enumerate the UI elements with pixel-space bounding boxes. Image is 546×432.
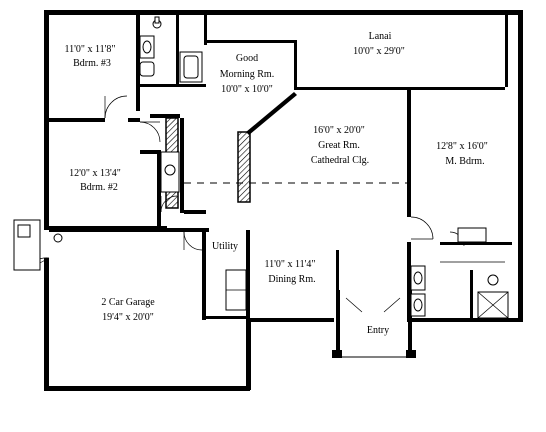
doors [26, 95, 465, 313]
interior-walls [49, 15, 512, 358]
master-bedroom-size: 12'8" x 16'0" [436, 141, 488, 152]
fixtures [13, 16, 509, 319]
fireplace-hatch-right [237, 131, 251, 203]
lanai-name: Lanai [369, 31, 392, 42]
dining-size: 11'0" x 11'4" [264, 259, 315, 270]
great-room-size: 16'0" x 20'0" [313, 125, 365, 136]
good-morning-size: 10'0" x 10'0" [221, 84, 273, 95]
exterior-walls [44, 10, 523, 391]
bedroom2-size: 12'0" x 13'4" [69, 168, 121, 179]
garage-size: 19'4" x 20'0" [102, 312, 154, 323]
bedroom3-size: 11'0" x 11'8" [64, 44, 115, 55]
great-room-name: Great Rm. [318, 140, 360, 151]
garage-name: 2 Car Garage [101, 297, 155, 308]
bedroom3-name: Bdrm. #3 [73, 58, 111, 69]
entry-name: Entry [367, 325, 389, 336]
dining-name: Dining Rm. [268, 274, 315, 285]
great-room-note: Cathedral Clg. [311, 155, 369, 166]
bedroom2-name: Bdrm. #2 [80, 182, 118, 193]
lanai-size: 10'0" x 29'0" [353, 46, 405, 57]
utility-name: Utility [212, 241, 238, 252]
good-morning-name-2: Morning Rm. [220, 69, 274, 80]
good-morning-name-1: Good [236, 53, 258, 64]
master-bedroom-name: M. Bdrm. [445, 156, 484, 167]
